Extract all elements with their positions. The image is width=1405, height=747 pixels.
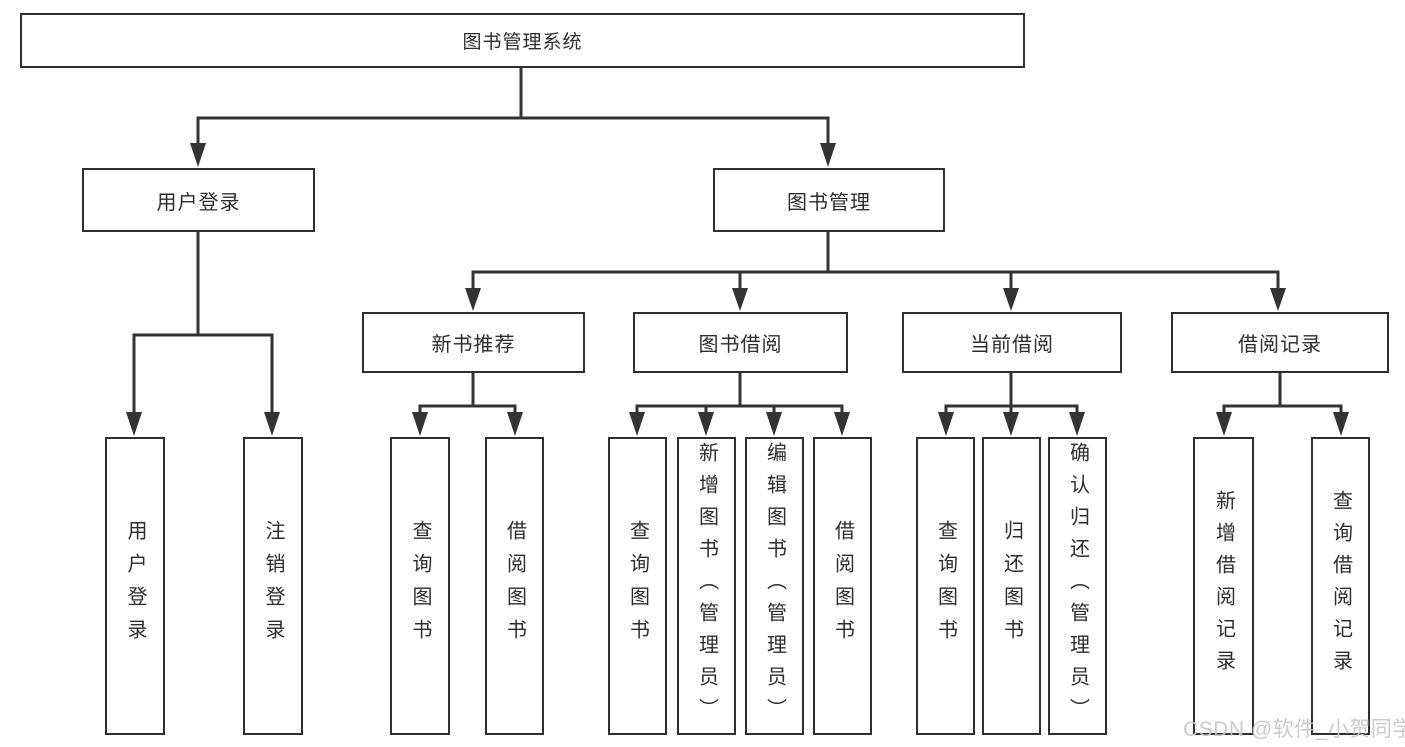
- node-leaf-logout: 注销登录: [243, 437, 303, 735]
- node-leaf-user-login: 用户登录: [105, 437, 165, 735]
- arrowhead: [766, 412, 782, 436]
- node-leaf-query-book-1-label: 查询图书: [409, 520, 431, 652]
- connector-bookmgmt-branch: [471, 270, 1280, 292]
- arrowhead: [1003, 288, 1019, 311]
- arrowhead: [412, 412, 428, 436]
- node-leaf-query-book-2-label: 查询图书: [626, 520, 649, 652]
- node-new-book-recommend-label: 新书推荐: [431, 334, 516, 356]
- node-root: 图书管理系统: [20, 13, 1025, 68]
- arrowhead: [629, 412, 645, 436]
- node-leaf-return-book-label: 归还图书: [1000, 520, 1023, 652]
- node-leaf-add-book-admin: 新增图书（管理员）: [677, 437, 736, 735]
- arrowhead: [1069, 412, 1085, 436]
- node-leaf-query-book-3-label: 查询图书: [934, 520, 957, 652]
- arrowhead: [507, 412, 523, 436]
- node-leaf-borrow-book-1: 借阅图书: [485, 437, 544, 735]
- node-leaf-edit-book-admin: 编辑图书（管理员）: [745, 437, 804, 735]
- node-leaf-return-book: 归还图书: [982, 437, 1041, 735]
- node-leaf-confirm-return-admin: 确认归还（管理员）: [1048, 437, 1107, 735]
- arrowhead: [465, 288, 481, 311]
- arrowhead: [1216, 412, 1232, 436]
- node-new-book-recommend: 新书推荐: [362, 312, 585, 373]
- node-user-login-label: 用户登录: [156, 191, 241, 214]
- node-book-borrow-label: 图书借阅: [698, 334, 783, 356]
- node-borrow-records: 借阅记录: [1171, 312, 1389, 373]
- node-leaf-confirm-return-admin-label: 确认归还（管理员）: [1066, 442, 1089, 730]
- node-leaf-borrow-book-2-label: 借阅图书: [831, 520, 854, 652]
- node-leaf-query-borrow-record-label: 查询借阅记录: [1329, 490, 1352, 682]
- node-root-label: 图书管理系统: [462, 32, 583, 53]
- connector-newbook-branch: [418, 404, 517, 416]
- node-leaf-query-book-1: 查询图书: [390, 437, 450, 735]
- node-leaf-query-book-2: 查询图书: [608, 437, 667, 735]
- node-leaf-add-borrow-record-label: 新增借阅记录: [1212, 490, 1235, 682]
- node-book-borrow: 图书借阅: [633, 312, 848, 373]
- node-book-management-label: 图书管理: [787, 191, 871, 214]
- connector-userlogin-branch: [132, 333, 274, 416]
- arrowhead: [190, 143, 206, 167]
- arrowhead: [1003, 412, 1019, 436]
- connector-current-branch: [944, 404, 1079, 416]
- connector-borrow-branch: [635, 404, 844, 416]
- arrowhead: [264, 412, 280, 436]
- arrowhead: [1270, 288, 1286, 311]
- node-current-borrow: 当前借阅: [902, 312, 1122, 373]
- node-current-borrow-label: 当前借阅: [970, 334, 1054, 356]
- arrowhead: [732, 288, 748, 311]
- node-leaf-edit-book-admin-label: 编辑图书（管理员）: [763, 442, 786, 730]
- arrowhead: [820, 143, 836, 167]
- arrowhead: [938, 412, 954, 436]
- connector-records-branch: [1222, 404, 1343, 416]
- node-user-login: 用户登录: [82, 168, 315, 232]
- arrowhead: [834, 412, 850, 436]
- connector-root-branch: [196, 116, 830, 150]
- node-leaf-borrow-book-1-label: 借阅图书: [503, 520, 526, 652]
- arrowhead: [698, 412, 714, 436]
- node-book-management: 图书管理: [713, 168, 945, 232]
- node-leaf-query-borrow-record: 查询借阅记录: [1311, 437, 1370, 735]
- node-leaf-add-book-admin-label: 新增图书（管理员）: [695, 442, 718, 730]
- node-borrow-records-label: 借阅记录: [1238, 334, 1322, 356]
- node-leaf-borrow-book-2: 借阅图书: [813, 437, 872, 735]
- node-leaf-logout-label: 注销登录: [262, 520, 284, 652]
- arrowhead: [1333, 412, 1349, 436]
- node-leaf-add-borrow-record: 新增借阅记录: [1193, 437, 1254, 735]
- node-leaf-query-book-3: 查询图书: [916, 437, 975, 735]
- arrowhead: [126, 412, 142, 436]
- node-leaf-user-login-label: 用户登录: [124, 520, 146, 652]
